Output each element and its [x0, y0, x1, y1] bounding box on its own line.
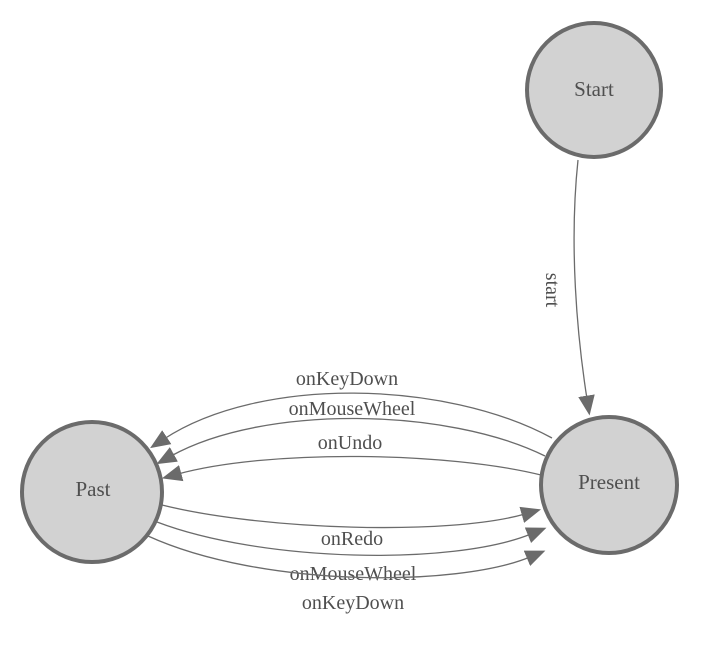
edge-path-present-to-past-onundo [161, 455, 542, 482]
state-circle-start[interactable] [525, 21, 663, 159]
edge-present-to-past-onmousewheel: onMouseWheel [156, 398, 546, 465]
edge-past-to-present-onmousewheel: onMouseWheel [156, 521, 547, 585]
node-past[interactable]: Past [20, 420, 164, 564]
edge-group: start onKeyDown onMouseWheel onUndo onRe… [147, 159, 595, 614]
state-circle-present[interactable] [539, 415, 679, 555]
edge-present-to-past-onkeydown: onKeyDown [150, 368, 553, 449]
edge-path-past-to-present-onkeydown [147, 535, 546, 579]
edge-label-onkeydown-upper: onKeyDown [296, 368, 398, 390]
state-circle-past[interactable] [20, 420, 164, 564]
edge-path-present-to-past-onmousewheel [156, 417, 546, 465]
edge-path-past-to-present-onredo [161, 504, 542, 529]
edge-label-onundo: onUndo [318, 432, 382, 454]
edge-label-start: start [541, 273, 563, 308]
state-label-past: Past [75, 477, 110, 501]
edge-path-present-to-past-onkeydown [150, 392, 553, 449]
state-label-start: Start [574, 77, 614, 101]
edge-label-onmousewheel-lower: onMouseWheel [290, 563, 417, 585]
edge-label-onredo: onRedo [321, 528, 383, 550]
edge-label-onkeydown-lower: onKeyDown [302, 592, 404, 614]
edge-past-to-present-onredo: onRedo [161, 504, 542, 550]
edge-path-past-to-present-onmousewheel [156, 521, 547, 556]
state-label-present: Present [578, 470, 640, 494]
node-start[interactable]: Start [525, 21, 663, 159]
edge-past-to-present-onkeydown: onKeyDown [147, 535, 546, 614]
edge-label-onmousewheel-upper: onMouseWheel [289, 398, 416, 420]
edge-start-to-present: start [541, 159, 595, 416]
edge-path-start-to-present [573, 159, 595, 416]
node-present[interactable]: Present [539, 415, 679, 555]
edge-present-to-past-onundo: onUndo [161, 432, 542, 482]
